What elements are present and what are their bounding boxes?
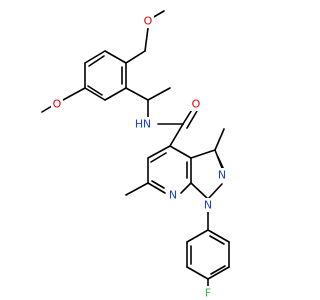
bond-pyr-methyl	[125, 182, 149, 196]
atom-nitrogen-aryl: N	[202, 198, 214, 212]
svg-text:O: O	[144, 15, 153, 28]
bond-fp-inner-3	[209, 235, 225, 245]
atom-oxygen-methoxy-bottom: O	[51, 97, 63, 111]
bond-pyr-inner-2	[151, 180, 165, 189]
svg-text:F: F	[205, 287, 211, 300]
molecule-structure-diagram: O O N H O N N N	[41, 10, 230, 300]
bond-ring1-a	[125, 50, 146, 64]
bond-ring1-inner-3	[88, 55, 105, 67]
bond-ring1-d	[84, 87, 106, 101]
atom-oxygen-methoxy-top: O	[142, 14, 154, 28]
bond-pz-inner	[217, 156, 225, 171]
bond-methoxy2-ring	[62, 87, 86, 101]
bond-fp-c	[186, 266, 209, 280]
svg-text:O: O	[192, 98, 201, 111]
bond-carbonyl-core	[169, 123, 184, 147]
atom-labels: O O N H O N N N	[51, 14, 228, 300]
atom-hydrogen-amide: H	[135, 118, 143, 131]
bond-pyr-c	[147, 182, 166, 194]
bond-ring1-f	[84, 50, 106, 64]
bond-pz-d	[190, 182, 209, 200]
bond-fp-d	[207, 266, 230, 280]
bond-fp-f	[207, 229, 230, 243]
bond-ring1-g	[104, 50, 127, 64]
bond-ring1-inner-2	[87, 85, 103, 96]
atom-oxygen-carbonyl: O	[190, 97, 202, 111]
bond-ch-methyl	[147, 87, 171, 101]
bond-pyr-a	[147, 145, 171, 159]
atom-fluorine: F	[202, 286, 214, 300]
bond-pz-c	[207, 183, 223, 200]
svg-text:O: O	[53, 98, 62, 111]
bond-pyr-f	[169, 145, 192, 159]
bond-fp-inner-2	[210, 265, 226, 275]
atom-nitrogen-pyrazole: N	[216, 168, 228, 182]
svg-text:N: N	[143, 118, 151, 131]
bonds	[41, 10, 230, 290]
atom-nitrogen-pyridine: N	[167, 188, 179, 202]
svg-text:H: H	[135, 118, 143, 131]
svg-text:N: N	[169, 189, 177, 202]
bond-pyr-inner-1	[150, 152, 167, 163]
bond-pz-a	[190, 149, 216, 159]
bond-ring1-c	[104, 87, 127, 101]
svg-text:N: N	[204, 199, 212, 212]
bond-pyr-d	[180, 182, 192, 194]
bond-methoxy1-ring	[144, 27, 149, 52]
bond-carbonyl-o-2	[186, 110, 198, 129]
bond-pz-methyl	[214, 128, 225, 151]
atom-nitrogen-amide: N	[141, 117, 157, 131]
bond-fp-a	[186, 229, 209, 243]
bond-ring-ch	[125, 87, 149, 101]
svg-text:N: N	[218, 169, 226, 182]
bond-methoxy2-methyl	[41, 105, 53, 113]
